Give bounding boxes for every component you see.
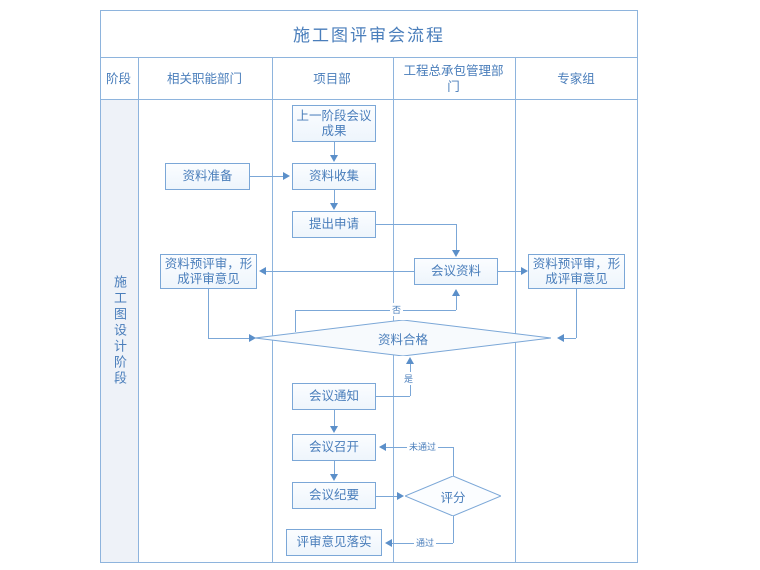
- arrowhead-right: [397, 492, 404, 500]
- edge-diamond-meetingdocs-h: [295, 310, 456, 311]
- edge-label-yes: 是: [402, 372, 416, 385]
- arrowhead-left: [385, 539, 392, 547]
- edge-diamond-meetingdocs-v1: [295, 310, 296, 332]
- node-score[interactable]: 评分: [405, 476, 501, 516]
- column-divider-4: [515, 58, 516, 563]
- node-meeting-docs[interactable]: 会议资料: [414, 258, 498, 285]
- arrowhead-down: [330, 426, 338, 433]
- arrowhead-right: [521, 267, 528, 275]
- edge-label-failed: 未通过: [407, 440, 439, 453]
- edge-meetingdocs-prereviewright: [498, 271, 521, 272]
- arrowhead-up: [452, 289, 460, 296]
- page-title: 施工图评审会流程: [293, 26, 445, 45]
- diamond-shape: [255, 320, 551, 356]
- column-header-func: 相关职能部门: [166, 72, 242, 86]
- arrowhead-down: [452, 250, 460, 257]
- node-data-qualified[interactable]: 资料合格: [255, 320, 551, 356]
- node-data-prepare[interactable]: 资料准备: [165, 163, 250, 190]
- column-divider-2: [272, 58, 273, 563]
- node-pre-review-functional[interactable]: 资料预评审，形成评审意见: [160, 254, 257, 289]
- arrowhead-left: [557, 334, 564, 342]
- edge-submitapply-meetingdocs-h: [376, 224, 456, 225]
- edge-score-hold-v: [453, 447, 454, 476]
- arrowhead-down: [330, 474, 338, 481]
- edge-dataprepare-datacollect: [250, 176, 283, 177]
- column-header-epc: 工程总承包管理部门: [403, 64, 504, 94]
- column-divider-1: [138, 58, 139, 563]
- arrowhead-down: [330, 203, 338, 210]
- arrowhead-right: [249, 334, 256, 342]
- edge-notice-diamond-h: [376, 396, 410, 397]
- edge-prereviewleft-diamond-v: [208, 289, 209, 338]
- diamond-shape: [405, 476, 501, 516]
- edge-minutes-score: [376, 496, 397, 497]
- node-meeting-notice[interactable]: 会议通知: [292, 383, 376, 410]
- diagram-title-row: 施工图评审会流程: [100, 10, 638, 58]
- edge-prereviewleft-diamond-h: [208, 338, 249, 339]
- edge-notice-hold: [334, 410, 335, 426]
- edge-diamond-meetingdocs-v2: [456, 296, 457, 310]
- node-meeting-hold[interactable]: 会议召开: [292, 434, 376, 461]
- edge-label-no: 否: [390, 303, 404, 316]
- stage-column-background: [101, 100, 138, 562]
- edge-score-implement-v: [453, 516, 454, 543]
- arrowhead-left: [259, 267, 266, 275]
- node-pre-review-expert[interactable]: 资料预评审，形成评审意见: [528, 254, 625, 289]
- edge-prereviewright-diamond-v: [576, 289, 577, 338]
- node-data-collect[interactable]: 资料收集: [292, 163, 376, 190]
- column-header-row: 阶段 相关职能部门 项目部 工程总承包管理部门 专家组: [100, 58, 638, 100]
- arrowhead-down: [330, 155, 338, 162]
- arrowhead-right: [283, 172, 290, 180]
- arrowhead-up: [406, 357, 414, 364]
- edge-submitapply-meetingdocs-v: [456, 224, 457, 250]
- edge-prevmeeting-datacollect: [334, 142, 335, 156]
- arrowhead-left: [379, 443, 386, 451]
- node-submit-apply[interactable]: 提出申请: [292, 211, 376, 238]
- edge-datacollect-submitapply: [334, 190, 335, 203]
- edge-label-passed: 通过: [414, 536, 437, 549]
- column-header-expert: 专家组: [557, 72, 595, 86]
- edge-meetingdocs-prereviewleft: [266, 271, 414, 272]
- node-implement-opinions[interactable]: 评审意见落实: [286, 529, 382, 556]
- column-header-project: 项目部: [313, 72, 351, 86]
- edge-prereviewright-diamond-h: [564, 338, 576, 339]
- node-prev-meeting[interactable]: 上一阶段会议成果: [292, 105, 376, 142]
- stage-column-label: 施工图设计阶段: [112, 275, 127, 387]
- column-header-stage: 阶段: [105, 72, 131, 86]
- node-meeting-minutes[interactable]: 会议纪要: [292, 482, 376, 509]
- edge-hold-minutes: [334, 461, 335, 474]
